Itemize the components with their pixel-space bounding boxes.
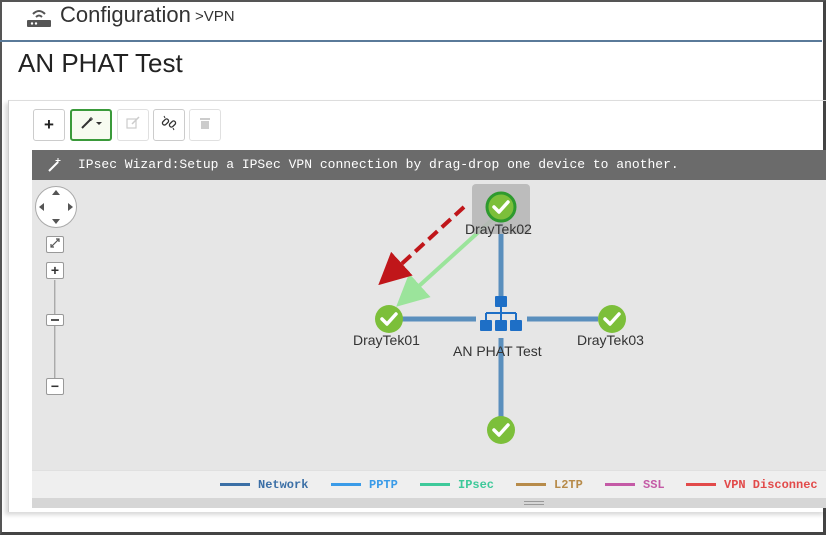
grip-icon (524, 501, 544, 505)
check-icon (492, 423, 510, 437)
node-label-draytek02: DrayTek02 (465, 221, 532, 237)
router-icon (24, 6, 54, 28)
legend-item-vpn-disconnect: VPN Disconnec (686, 478, 818, 492)
node-draytek03[interactable] (598, 305, 626, 333)
edit-button[interactable] (117, 109, 149, 141)
pan-up-icon (52, 190, 60, 195)
add-button[interactable]: + (33, 109, 65, 141)
section-title: Configuration (60, 2, 191, 27)
breadcrumb[interactable]: >VPN (195, 8, 235, 25)
fit-to-screen-button[interactable] (46, 236, 64, 253)
header: Configuration >VPN (0, 0, 822, 42)
zoom-slider-track[interactable] (54, 280, 56, 378)
resize-handle[interactable] (32, 498, 826, 508)
check-icon (380, 312, 398, 326)
pan-right-icon (68, 203, 73, 211)
add-icon: + (44, 115, 54, 134)
zoom-out-button[interactable]: − (46, 378, 64, 395)
node-draytek01[interactable] (375, 305, 403, 333)
wand-icon (46, 157, 64, 177)
zoom-in-button[interactable]: + (46, 262, 64, 279)
wizard-hint-bar: IPsec Wizard:Setup a IPSec VPN connectio… (32, 150, 826, 180)
network-hub-icon (495, 296, 507, 307)
unlink-button[interactable] (153, 109, 185, 141)
legend-item-ssl: SSL (605, 478, 665, 492)
unlink-icon (161, 115, 177, 136)
topology-canvas[interactable] (32, 150, 826, 508)
check-icon (603, 312, 621, 326)
topology-panel (8, 100, 826, 512)
node-label-draytek03: DrayTek03 (577, 332, 644, 348)
legend-item-network: Network (220, 478, 308, 492)
legend: Network PPTP IPsec L2TP SSL VPN Disconne… (32, 470, 826, 498)
wizard-dropdown-button[interactable] (70, 109, 112, 141)
check-icon (492, 200, 510, 214)
pan-left-icon (39, 203, 44, 211)
legend-item-l2tp: L2TP (516, 478, 583, 492)
legend-item-pptp: PPTP (331, 478, 398, 492)
page-title: AN PHAT Test (18, 48, 183, 78)
node-label-draytek01: DrayTek01 (353, 332, 420, 348)
pan-control[interactable] (35, 186, 77, 228)
legend-item-ipsec: IPsec (420, 478, 494, 492)
node-bottom[interactable] (487, 416, 515, 444)
wand-icon (79, 115, 103, 135)
node-hub[interactable] (480, 296, 522, 331)
node-label-hub: AN PHAT Test (453, 343, 542, 359)
zoom-slider-handle[interactable] (46, 314, 64, 326)
node-draytek02[interactable] (472, 184, 530, 234)
wizard-hint-text: IPsec Wizard:Setup a IPSec VPN connectio… (78, 157, 679, 172)
pan-down-icon (52, 219, 60, 224)
delete-button[interactable] (189, 109, 221, 141)
trash-icon (199, 115, 211, 135)
expand-icon (50, 238, 60, 248)
edit-icon (126, 115, 140, 135)
